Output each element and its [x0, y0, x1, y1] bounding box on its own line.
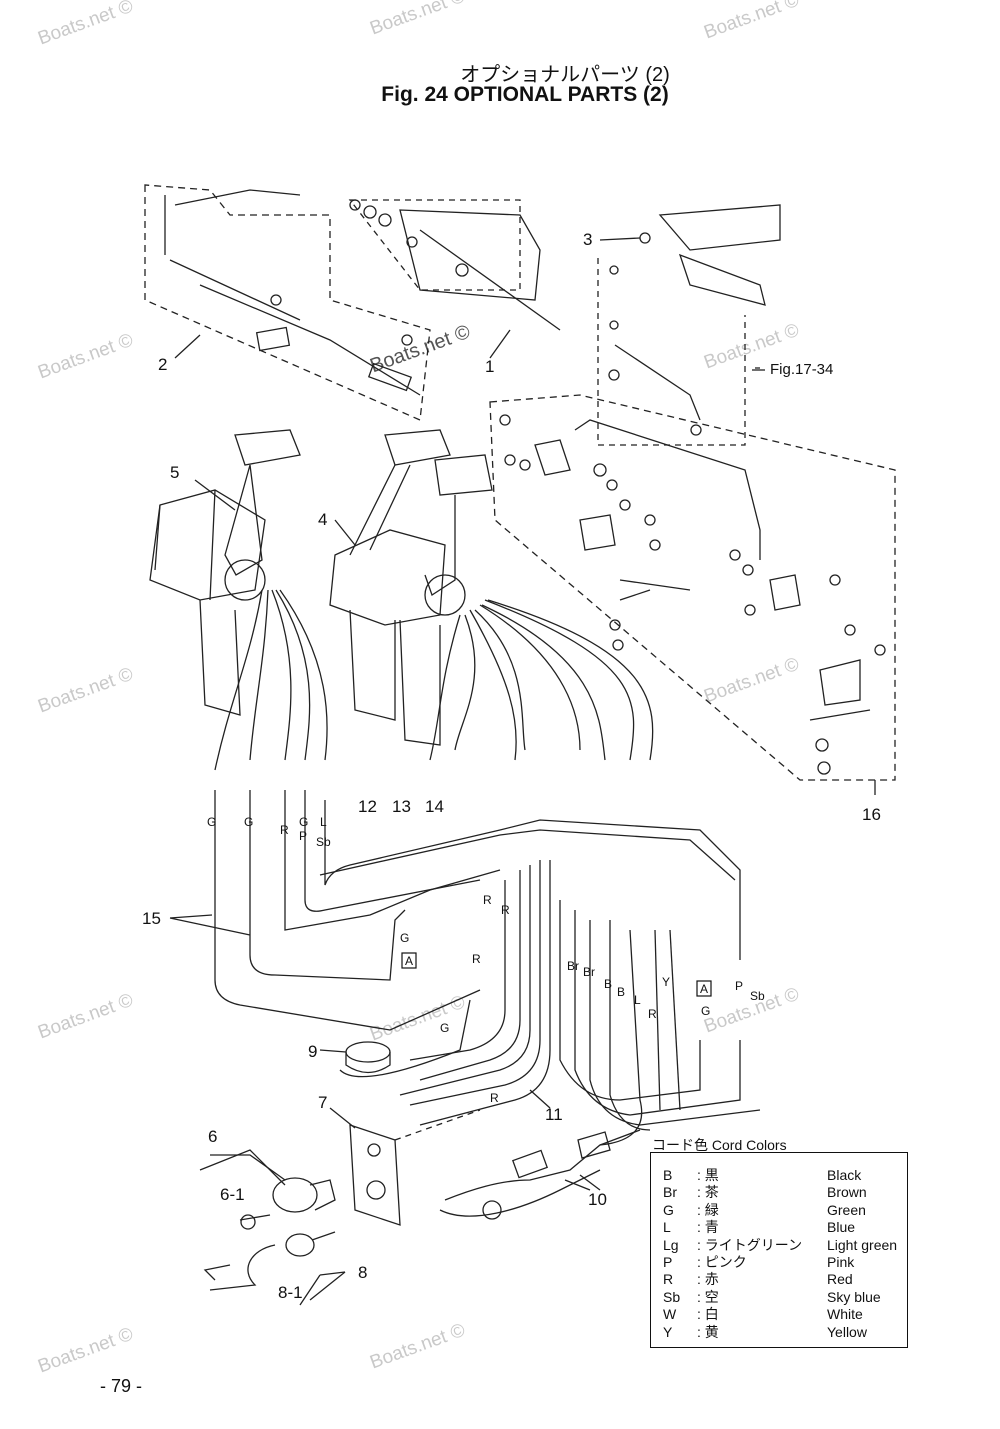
part-number-1: 1 [485, 357, 494, 376]
wire-label: R [490, 1091, 499, 1105]
wire-label: P [299, 829, 307, 843]
wire-label: L [320, 815, 327, 829]
wire-label: R [472, 952, 481, 966]
legend-code: Sb [663, 1288, 681, 1305]
part-number-15: 15 [142, 909, 161, 928]
part-number-9: 9 [308, 1042, 317, 1061]
part-number-8-1: 8-1 [278, 1283, 303, 1302]
wire-label: Br [567, 959, 579, 973]
legend-jp: : 茶 [697, 1184, 719, 1201]
wire-label: G [299, 815, 308, 829]
wire-label: G [400, 931, 409, 945]
legend-code: R [663, 1271, 674, 1288]
part-number-16: 16 [862, 805, 881, 824]
legend-code: Lg [663, 1236, 679, 1253]
legend-en: Black [827, 1167, 862, 1183]
part-number-11: 11 [545, 1105, 563, 1124]
legend-jp: : 青 [697, 1219, 719, 1236]
legend-jp: : 黒 [697, 1167, 719, 1183]
wire-label: A [700, 982, 708, 996]
legend-row: Lg : ライトグリーン Light green [663, 1237, 901, 1254]
part-number-8: 8 [358, 1263, 367, 1282]
legend-code: P [663, 1254, 673, 1271]
legend-code: Br [663, 1184, 677, 1201]
legend-row: P : ピンク Pink [663, 1254, 901, 1271]
legend-en: Brown [827, 1184, 867, 1201]
wire-label: R [648, 1007, 657, 1021]
legend-row: L : 青 Blue [663, 1219, 901, 1236]
legend-jp: : 空 [697, 1288, 719, 1305]
legend-jp: : 緑 [697, 1201, 719, 1218]
part-number-labels: 1 2 3 4 5 6 6-1 7 8 8-1 9 10 11 12 13 14… [142, 230, 881, 1302]
wire-label: A [405, 954, 413, 968]
wire-label: R [483, 893, 492, 907]
wire-label: Y [662, 975, 670, 989]
wire-label: Sb [750, 989, 765, 1003]
wire-label: R [280, 823, 289, 837]
legend-row: Sb : 空 Sky blue [663, 1289, 901, 1306]
legend-row: B : 黒 Black [663, 1167, 901, 1184]
legend-jp: : 赤 [697, 1271, 719, 1288]
part-number-10: 10 [588, 1190, 607, 1209]
legend-jp: : 黄 [697, 1323, 719, 1340]
legend-row: Y : 黄 Yellow [663, 1324, 901, 1341]
title-japanese: オプショナルパーツ (2) [460, 64, 670, 86]
part-number-13: 13 [392, 797, 411, 816]
wire-label: R [501, 903, 510, 917]
legend-en: Pink [827, 1254, 855, 1271]
part-number-4: 4 [318, 510, 327, 529]
cord-colors-title: コード色 Cord Colors [652, 1137, 787, 1153]
figure-title: Fig. 24 OPTIONAL PARTS (2) [381, 83, 669, 106]
legend-row: R : 赤 Red [663, 1271, 901, 1288]
cord-colors-legend: B : 黒 Black Br : 茶 Brown G : 緑 Green L :… [650, 1152, 908, 1348]
legend-en: Green [827, 1201, 866, 1218]
legend-en: Sky blue [827, 1288, 881, 1305]
part-number-2: 2 [158, 355, 167, 374]
legend-row: Br : 茶 Brown [663, 1184, 901, 1201]
connector-boxes [401, 952, 712, 997]
diagram-linework [144, 184, 896, 1306]
part-number-12: 12 [358, 797, 377, 816]
part-number-6-1: 6-1 [220, 1185, 245, 1204]
figure-reference: Fig.17-34 [770, 361, 833, 378]
legend-jp: : 白 [697, 1306, 719, 1323]
part-number-6: 6 [208, 1127, 217, 1146]
part-number-5: 5 [170, 463, 179, 482]
legend-en: Blue [827, 1219, 856, 1236]
part-number-7: 7 [318, 1093, 327, 1112]
legend-jp: : ライトグリーン [697, 1236, 803, 1253]
legend-en: Light green [827, 1236, 898, 1253]
wire-label: G [701, 1004, 710, 1018]
wire-label: Br [583, 965, 595, 979]
wire-label: L [634, 993, 641, 1007]
wire-label: B [604, 977, 612, 991]
legend-code: B [663, 1167, 673, 1183]
legend-code: L [663, 1219, 671, 1236]
wire-label: G [440, 1021, 449, 1035]
legend-en: White [827, 1306, 863, 1323]
legend-jp: : ピンク [697, 1254, 747, 1271]
legend-code: Y [663, 1323, 673, 1340]
legend-row: G : 緑 Green [663, 1202, 901, 1219]
legend-row: W : 白 White [663, 1306, 901, 1323]
wire-label: B [617, 985, 625, 999]
wire-label: G [244, 815, 253, 829]
legend-code: W [663, 1306, 677, 1323]
legend-en: Yellow [827, 1323, 867, 1340]
legend-code: G [663, 1201, 674, 1218]
page-number: - 79 - [100, 1376, 143, 1396]
part-number-3: 3 [583, 230, 592, 249]
legend-en: Red [827, 1271, 853, 1288]
part-number-14: 14 [425, 797, 444, 816]
wire-label: P [735, 979, 743, 993]
wire-labels: G G R G P L Sb R R G A R G Br Br B B L R… [207, 815, 765, 1105]
wire-label: Sb [316, 835, 331, 849]
wire-label: G [207, 815, 216, 829]
